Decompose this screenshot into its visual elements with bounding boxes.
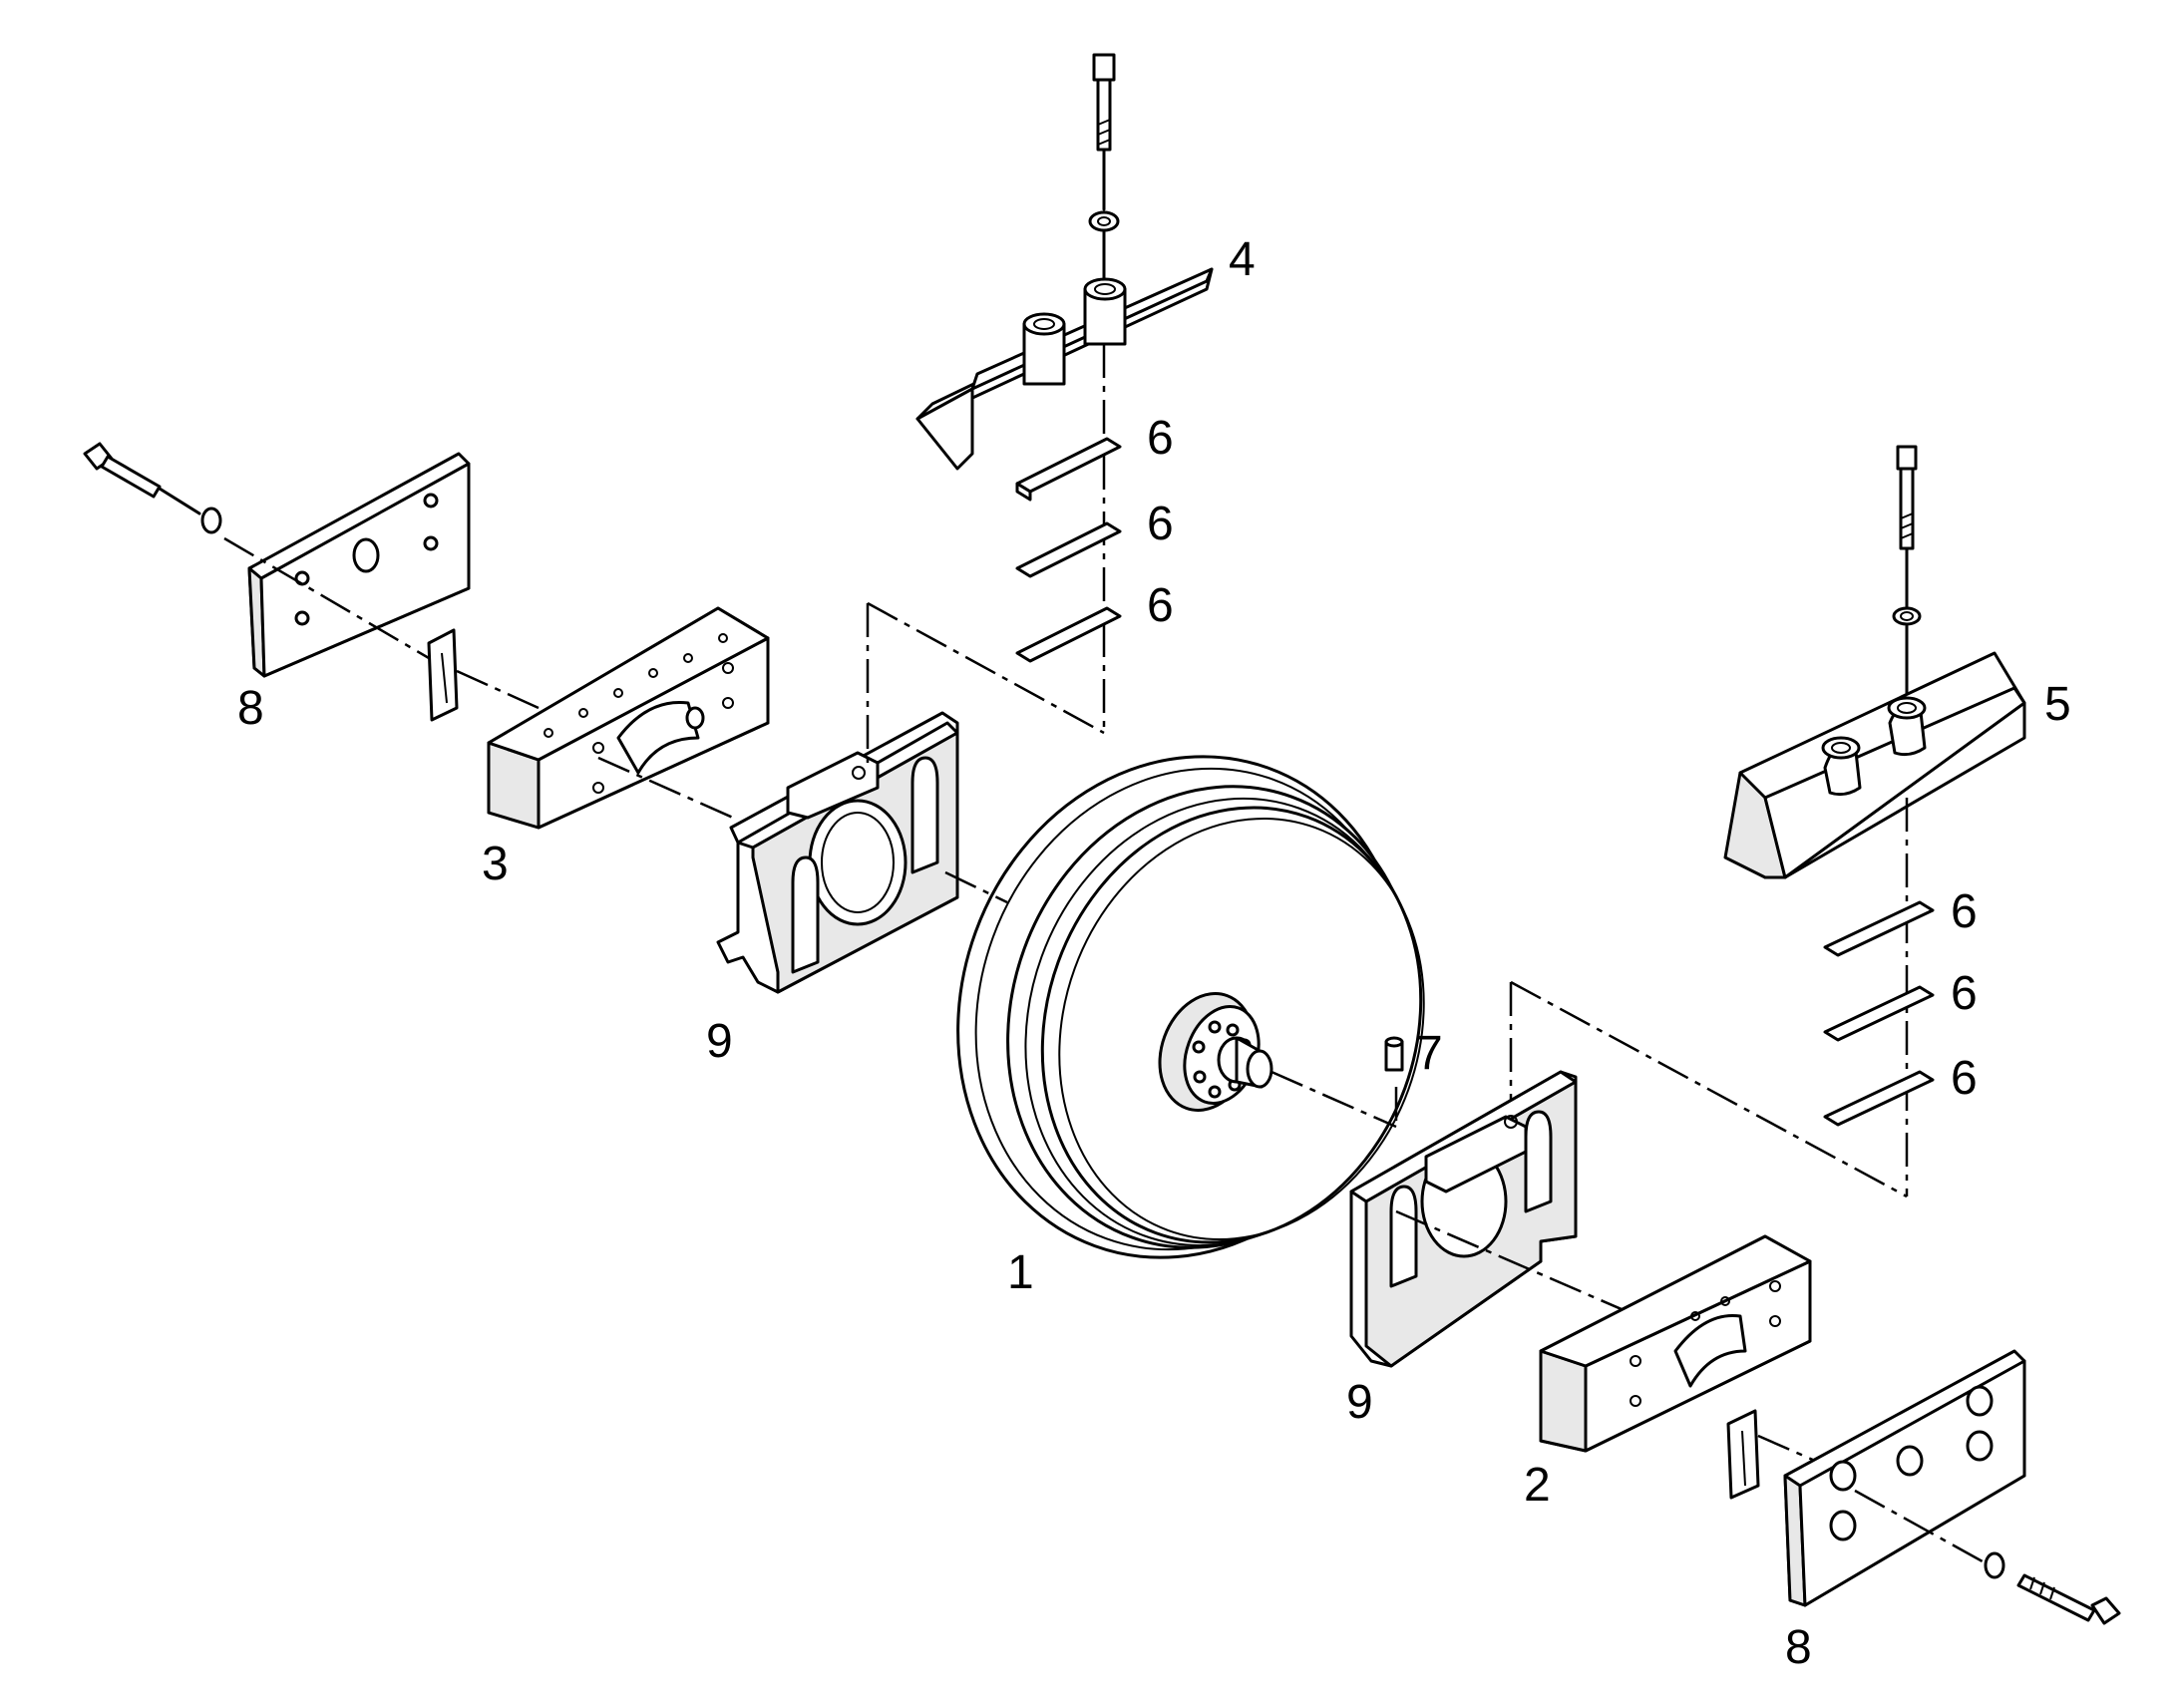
label-8-right: 8	[1785, 1621, 1812, 1674]
shim-stack-right	[1823, 798, 1935, 1196]
label-9-left: 9	[706, 1015, 733, 1068]
label-9-right: 9	[1346, 1376, 1373, 1429]
label-5: 5	[2044, 678, 2071, 731]
right-bolt	[1984, 1551, 2121, 1625]
label-4: 4	[1229, 233, 1256, 286]
label-6-top-3: 6	[1147, 579, 1174, 632]
label-2: 2	[1524, 1459, 1551, 1512]
label-6-right-3: 6	[1951, 1052, 1978, 1105]
label-1: 1	[1007, 1246, 1034, 1299]
left-clip	[427, 628, 459, 722]
label-6-right-2: 6	[1951, 967, 1978, 1020]
right-top-bolt	[1892, 445, 1922, 700]
idler-wheel-1	[956, 755, 1425, 1259]
shim-stack-top	[1015, 344, 1122, 733]
right-plate-8	[1783, 1349, 2026, 1607]
label-6-top-2: 6	[1147, 498, 1174, 550]
part-4-guard	[915, 267, 1214, 471]
part-5-cover	[1723, 651, 2026, 879]
right-clip	[1726, 1409, 1760, 1500]
label-8-left: 8	[237, 682, 264, 735]
left-bracket-9	[716, 711, 959, 994]
left-block-3	[487, 606, 770, 830]
right-block-2	[1539, 1234, 1812, 1453]
top-bolt-assembly	[1088, 53, 1120, 286]
label-3: 3	[482, 838, 509, 890]
left-plate-8	[247, 452, 471, 678]
grease-fitting-7	[1384, 1036, 1404, 1072]
label-7: 7	[1416, 1027, 1443, 1080]
label-6-right-1: 6	[1951, 885, 1978, 938]
left-bolt	[83, 442, 222, 534]
label-6-top-1: 6	[1147, 412, 1174, 465]
